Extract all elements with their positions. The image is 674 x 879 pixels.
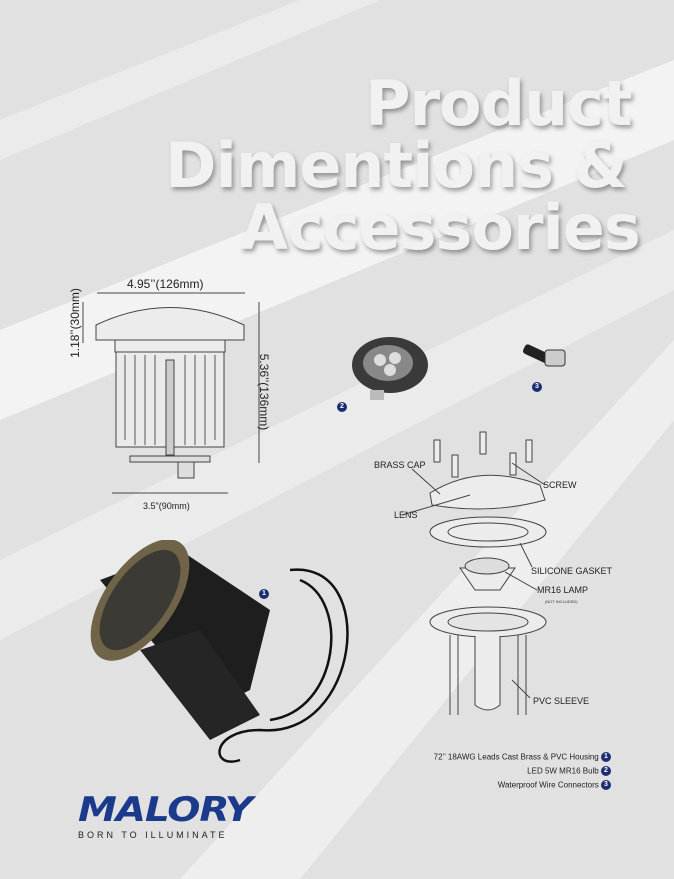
label-lens: LENS bbox=[394, 510, 418, 520]
badge-3: 3 bbox=[532, 382, 542, 392]
accessory-badge: 1 bbox=[601, 751, 611, 762]
well-light-product-image bbox=[90, 540, 349, 763]
led-bulb-image bbox=[352, 337, 428, 400]
dimension-width-bottom: 3.5"(90mm) bbox=[143, 501, 190, 511]
badge-1: 1 bbox=[259, 589, 269, 599]
label-silicone-gasket: SILICONE GASKET bbox=[531, 566, 613, 576]
accessory-item-1: 72’’ 18AWG Leads Cast Brass & PVC Housin… bbox=[434, 751, 611, 762]
accessory-label: Waterproof Wire Connectors bbox=[497, 780, 599, 790]
badge-2: 2 bbox=[337, 402, 347, 412]
label-brass-cap: BRASS CAP bbox=[374, 460, 426, 470]
title-line-3: Accessories bbox=[240, 191, 641, 264]
accessory-label: 72’’ 18AWG Leads Cast Brass & PVC Housin… bbox=[433, 752, 599, 762]
accessory-badge: 3 bbox=[601, 779, 611, 790]
title-line-1: Product bbox=[365, 67, 633, 140]
title-line-2: Dimentions & bbox=[165, 129, 628, 202]
label-mr16-lamp: MR16 LAMP bbox=[537, 585, 589, 595]
label-screw: SCREW bbox=[543, 480, 577, 490]
accessory-item-3: Waterproof Wire Connectors 3 bbox=[498, 779, 611, 790]
label-pvc-sleeve: PVC SLEEVE bbox=[533, 696, 590, 706]
accessory-label: LED 5W MR16 Bulb bbox=[527, 766, 599, 776]
accessory-badge: 2 bbox=[601, 765, 611, 776]
brand-tagline: BORN TO ILLUMINATE bbox=[78, 830, 228, 840]
label-not-included: (NOT INCLUDED) bbox=[545, 599, 578, 604]
wire-connector-image bbox=[522, 344, 566, 367]
accessory-item-2: LED 5W MR16 Bulb 2 bbox=[527, 765, 611, 776]
malory-logo: MALORY bbox=[78, 790, 253, 830]
dimension-width-top: 4.95’’(126mm) bbox=[127, 277, 204, 291]
